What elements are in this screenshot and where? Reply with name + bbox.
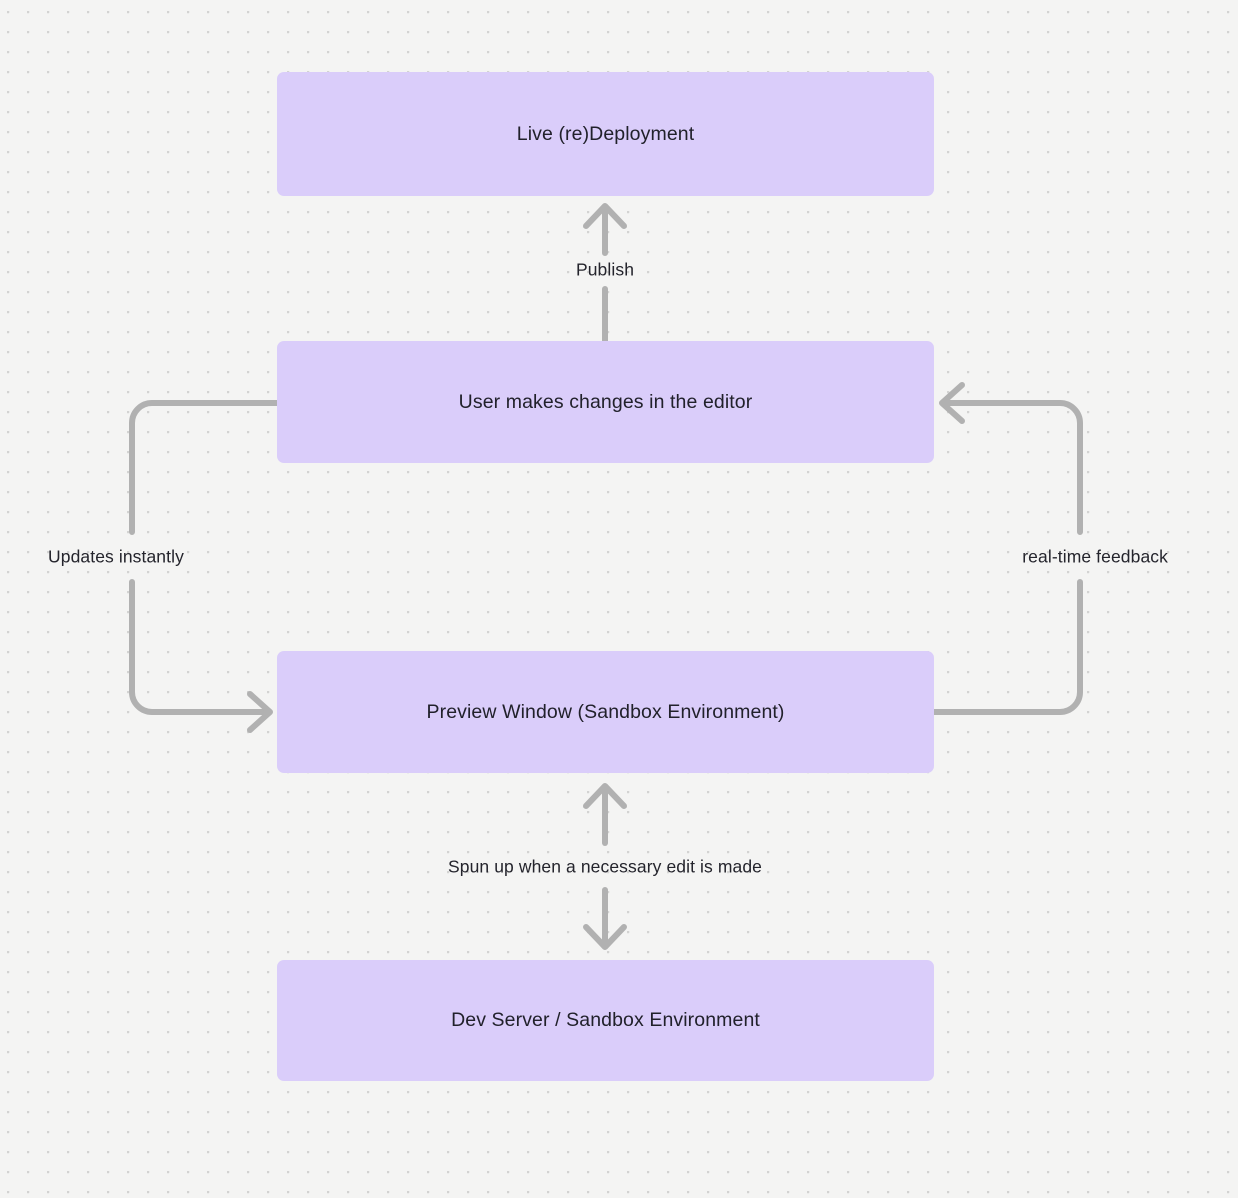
edge-label-spun-up: Spun up when a necessary edit is made <box>447 856 763 877</box>
node-dev-server-label: Dev Server / Sandbox Environment <box>451 1009 760 1032</box>
node-preview-window[interactable]: Preview Window (Sandbox Environment) <box>277 651 934 773</box>
node-user-makes-changes[interactable]: User makes changes in the editor <box>277 341 934 463</box>
edge-label-updates-instantly: Updates instantly <box>48 546 184 567</box>
node-dev-server[interactable]: Dev Server / Sandbox Environment <box>277 960 934 1081</box>
node-live-redeployment-label: Live (re)Deployment <box>516 122 695 145</box>
node-live-redeployment[interactable]: Live (re)Deployment <box>277 72 934 196</box>
node-user-makes-changes-label: User makes changes in the editor <box>458 390 753 413</box>
edge-updates-instantly <box>129 400 280 733</box>
node-preview-window-label: Preview Window (Sandbox Environment) <box>426 700 785 723</box>
edge-label-publish: Publish <box>575 259 635 280</box>
edge-label-real-time-feedback: real-time feedback <box>1022 546 1168 567</box>
